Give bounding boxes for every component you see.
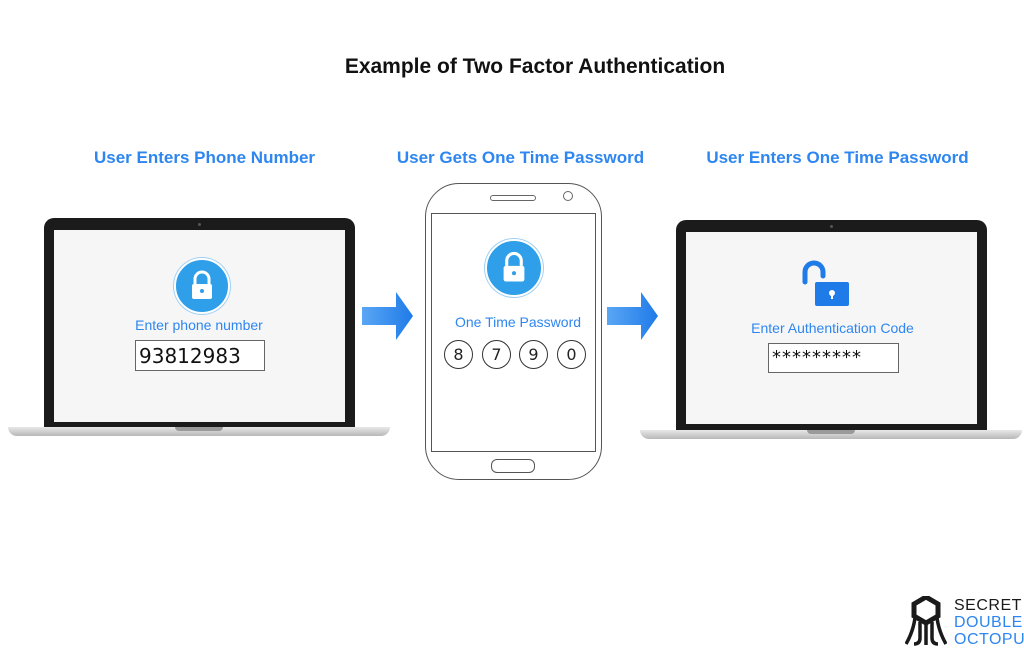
screen-label: One Time Password — [454, 314, 582, 330]
step-3-heading: User Enters One Time Password — [706, 148, 969, 167]
auth-code-input[interactable]: ********* — [768, 343, 899, 373]
screen-label: Enter Authentication Code — [751, 320, 914, 336]
otp-digit: 8 — [444, 340, 473, 369]
phone-camera — [563, 191, 573, 201]
otp-digit: 9 — [519, 340, 548, 369]
octopus-logo-icon — [905, 596, 947, 646]
home-button — [491, 459, 535, 473]
otp-digit: 7 — [482, 340, 511, 369]
logo-text-double: DOUBLE — [954, 614, 1023, 631]
phone-speaker — [490, 195, 536, 201]
lock-icon — [503, 251, 525, 282]
right-arrow-icon — [607, 292, 658, 340]
laptop-base — [8, 427, 390, 436]
laptop-notch — [807, 430, 855, 434]
lock-icon — [192, 270, 212, 299]
webcam — [198, 223, 201, 226]
logo-text-octopus: OCTOPUS — [954, 631, 1024, 648]
screen-label: Enter phone number — [135, 317, 263, 333]
laptop-base — [640, 430, 1022, 439]
phone-number-input[interactable]: 93812983 — [135, 340, 265, 371]
right-arrow-icon — [362, 292, 413, 340]
laptop-notch — [175, 427, 223, 431]
webcam — [830, 225, 833, 228]
lock-badge — [485, 239, 543, 297]
step-1-heading: User Enters Phone Number — [93, 148, 316, 167]
diagram-title: Example of Two Factor Authentication — [344, 55, 726, 78]
otp-digit: 0 — [557, 340, 586, 369]
laptop-screen — [686, 232, 977, 424]
unlocked-lock-icon — [802, 260, 849, 306]
logo-text-secret: SECRET — [954, 597, 1022, 614]
step-2-heading: User Gets One Time Password — [396, 148, 645, 167]
lock-badge — [174, 258, 230, 314]
